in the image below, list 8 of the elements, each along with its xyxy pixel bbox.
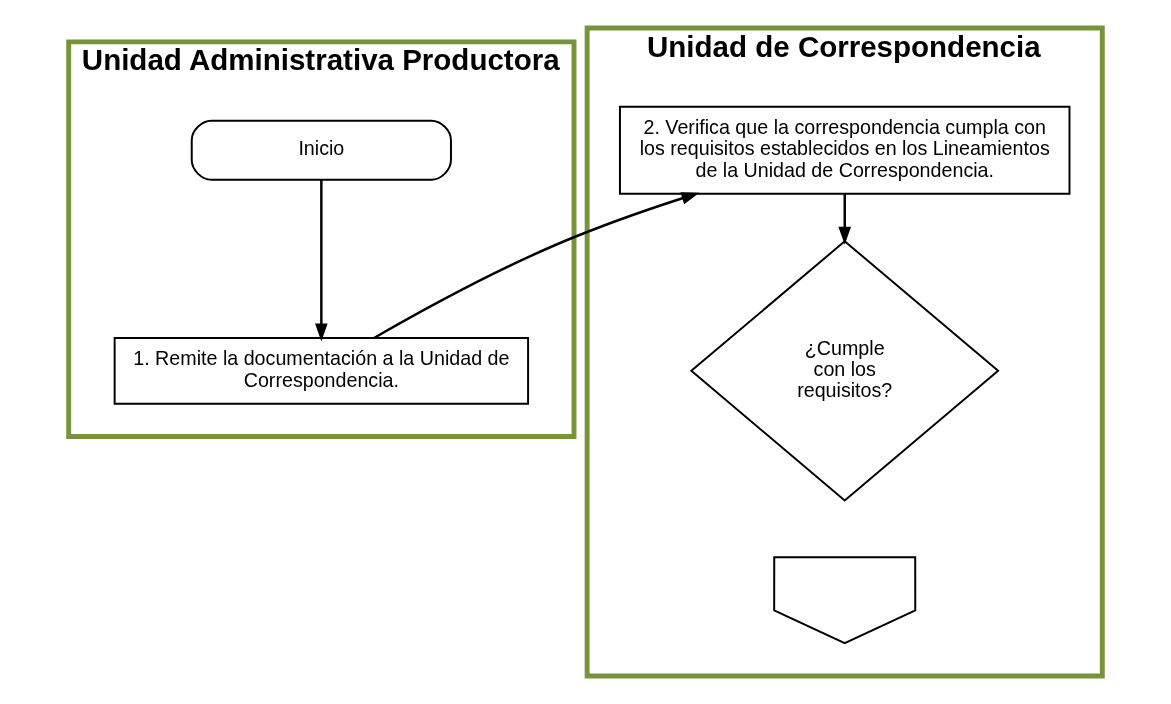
node-box: Inicio [190,119,452,181]
arrow [373,192,700,340]
node-pentagon [773,556,917,645]
node-box: 2. Verifica que la correspondencia cumpla con los requisitos establecidos en los Lineamientos de la Unidad de Correspondencia. [618,105,1071,195]
node-box: 1. Remite la documentación a la Unidad de Correspondencia. [113,337,530,405]
node-diamond: ¿Cumple con los requisitos? [689,239,1000,502]
arrow [838,193,852,245]
arrow [315,179,328,342]
